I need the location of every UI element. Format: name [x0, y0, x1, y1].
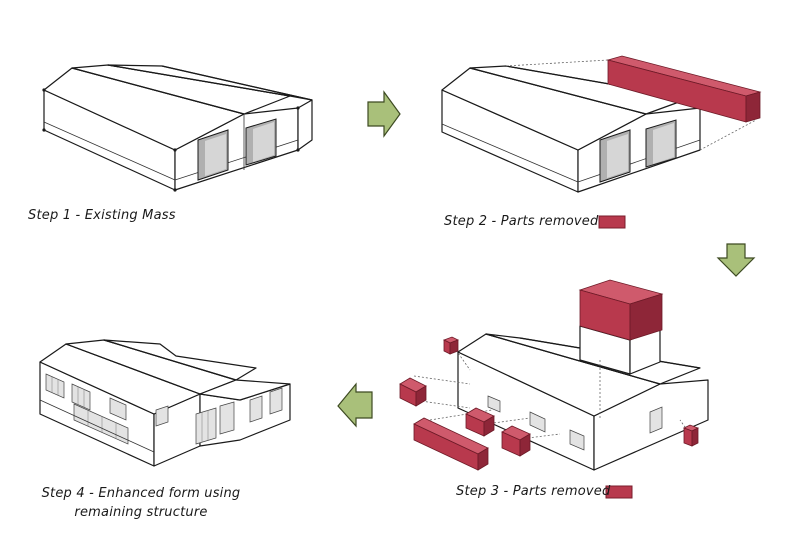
arrow-down-icon	[716, 243, 756, 277]
legend-swatch-step3	[605, 485, 633, 499]
removed-piece	[501, 425, 531, 457]
arrow-left-icon	[337, 382, 373, 428]
building-step1	[42, 64, 313, 192]
caption-step2: Step 2 - Parts removed	[444, 214, 599, 229]
legend-swatch-step2	[598, 215, 626, 229]
removed-piece	[683, 424, 699, 447]
removed-piece	[399, 377, 427, 407]
removed-piece	[465, 407, 495, 437]
caption-step4-line2: remaining structure	[74, 505, 208, 520]
arrow-right-icon	[367, 90, 401, 138]
caption-step4-line1: Step 4 - Enhanced form using	[41, 486, 241, 501]
building-step2	[441, 55, 762, 193]
removed-piece	[443, 336, 459, 355]
removed-piece	[413, 417, 489, 471]
caption-step1: Step 1 - Existing Mass	[28, 208, 176, 223]
building-step3	[399, 279, 709, 471]
building-step4	[39, 339, 291, 467]
caption-step3: Step 3 - Parts removed	[456, 484, 611, 499]
caption-step4: Step 4 - Enhanced form using remaining s…	[34, 484, 248, 522]
